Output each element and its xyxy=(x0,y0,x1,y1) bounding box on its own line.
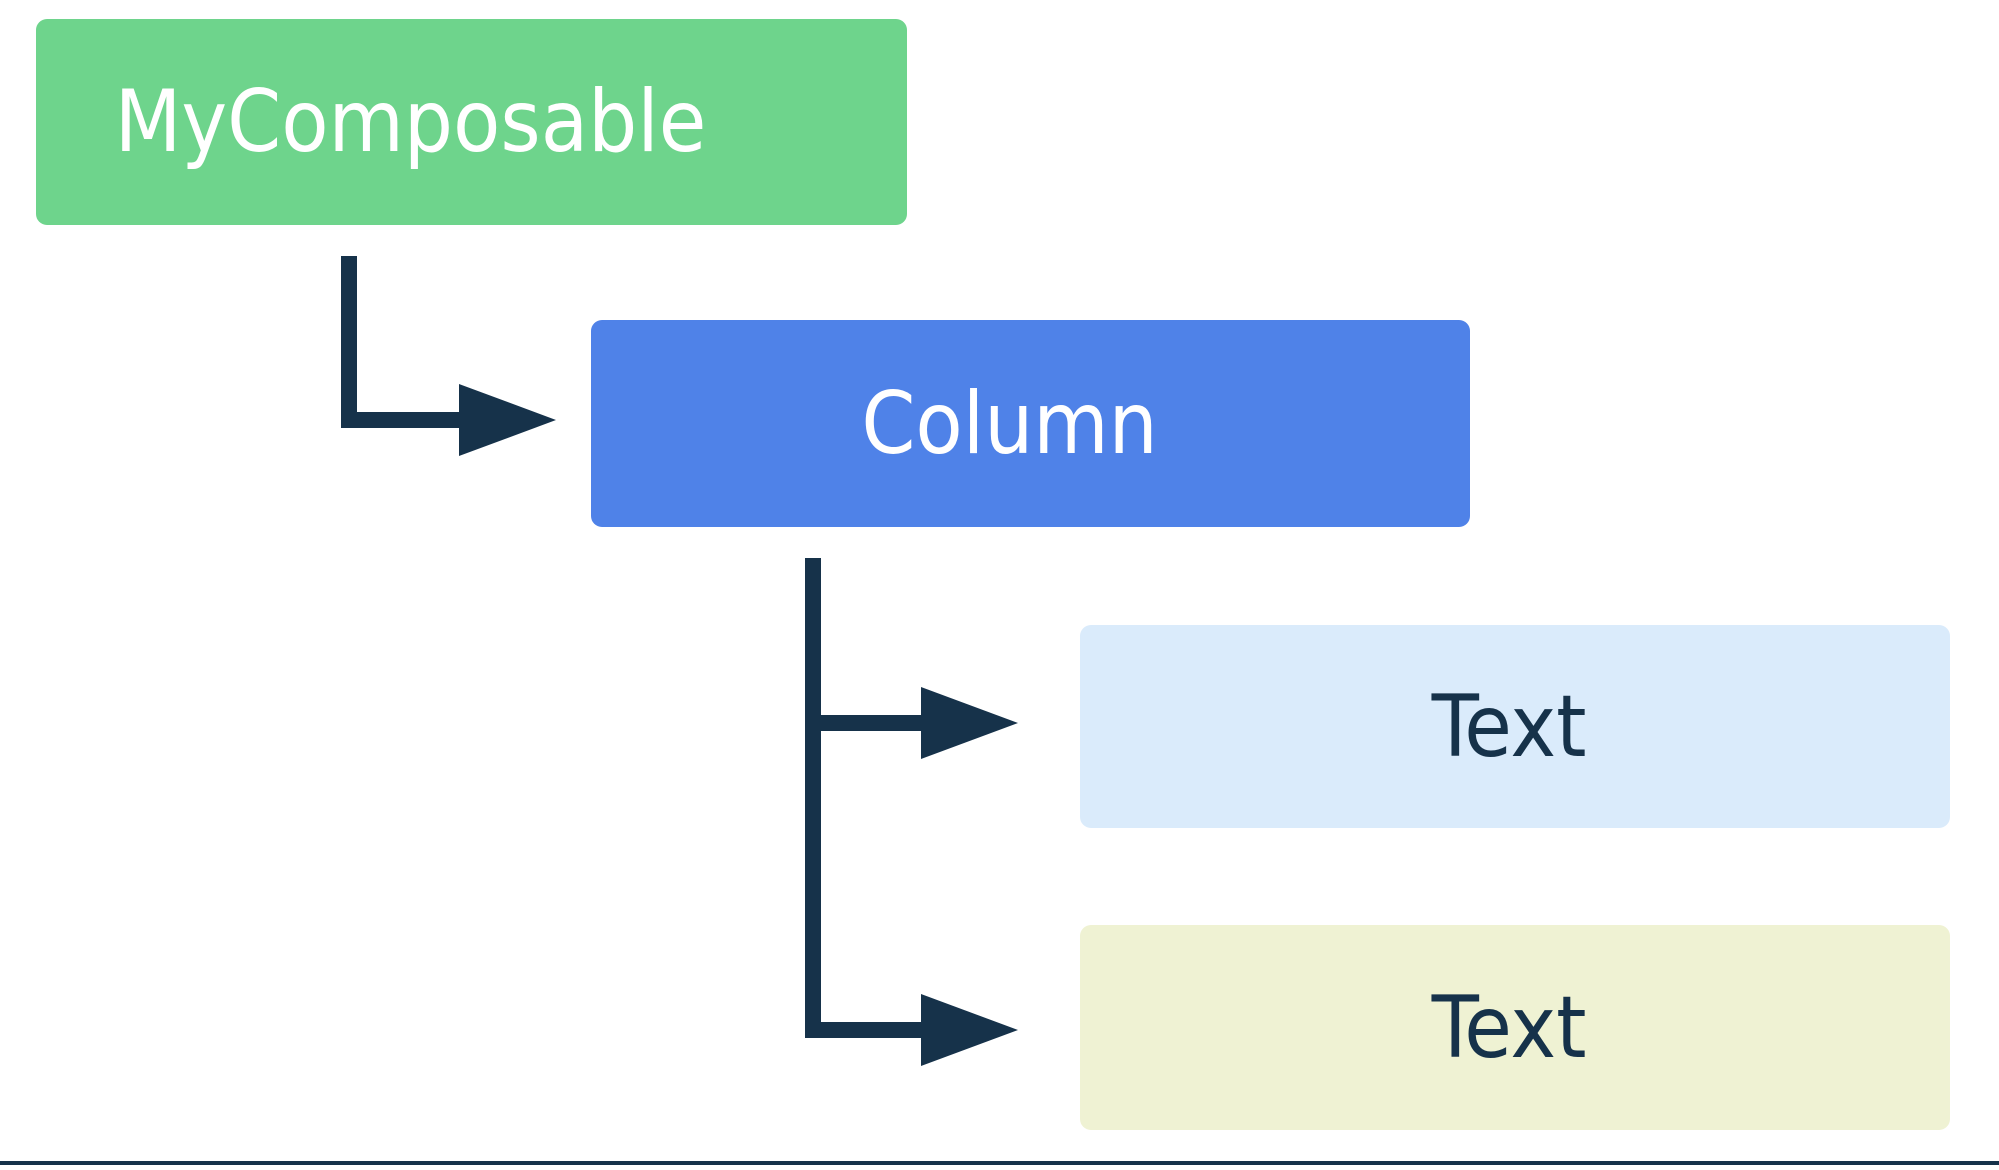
node-my-composable[interactable]: MyComposable xyxy=(36,19,907,225)
node-label-text-second: Text xyxy=(1431,977,1587,1078)
node-column[interactable]: Column xyxy=(591,320,1470,527)
node-label-my-composable: MyComposable xyxy=(114,72,707,172)
edge-root-to-column xyxy=(341,256,556,456)
node-text-first[interactable]: Text xyxy=(1080,625,1950,828)
node-label-column: Column xyxy=(861,373,1158,474)
node-text-second[interactable]: Text xyxy=(1080,925,1950,1130)
node-label-text-first: Text xyxy=(1431,676,1587,777)
bottom-divider xyxy=(0,1161,1999,1165)
edge-column-to-text-2 xyxy=(805,994,1018,1066)
edge-column-to-text-1 xyxy=(805,558,1018,1038)
